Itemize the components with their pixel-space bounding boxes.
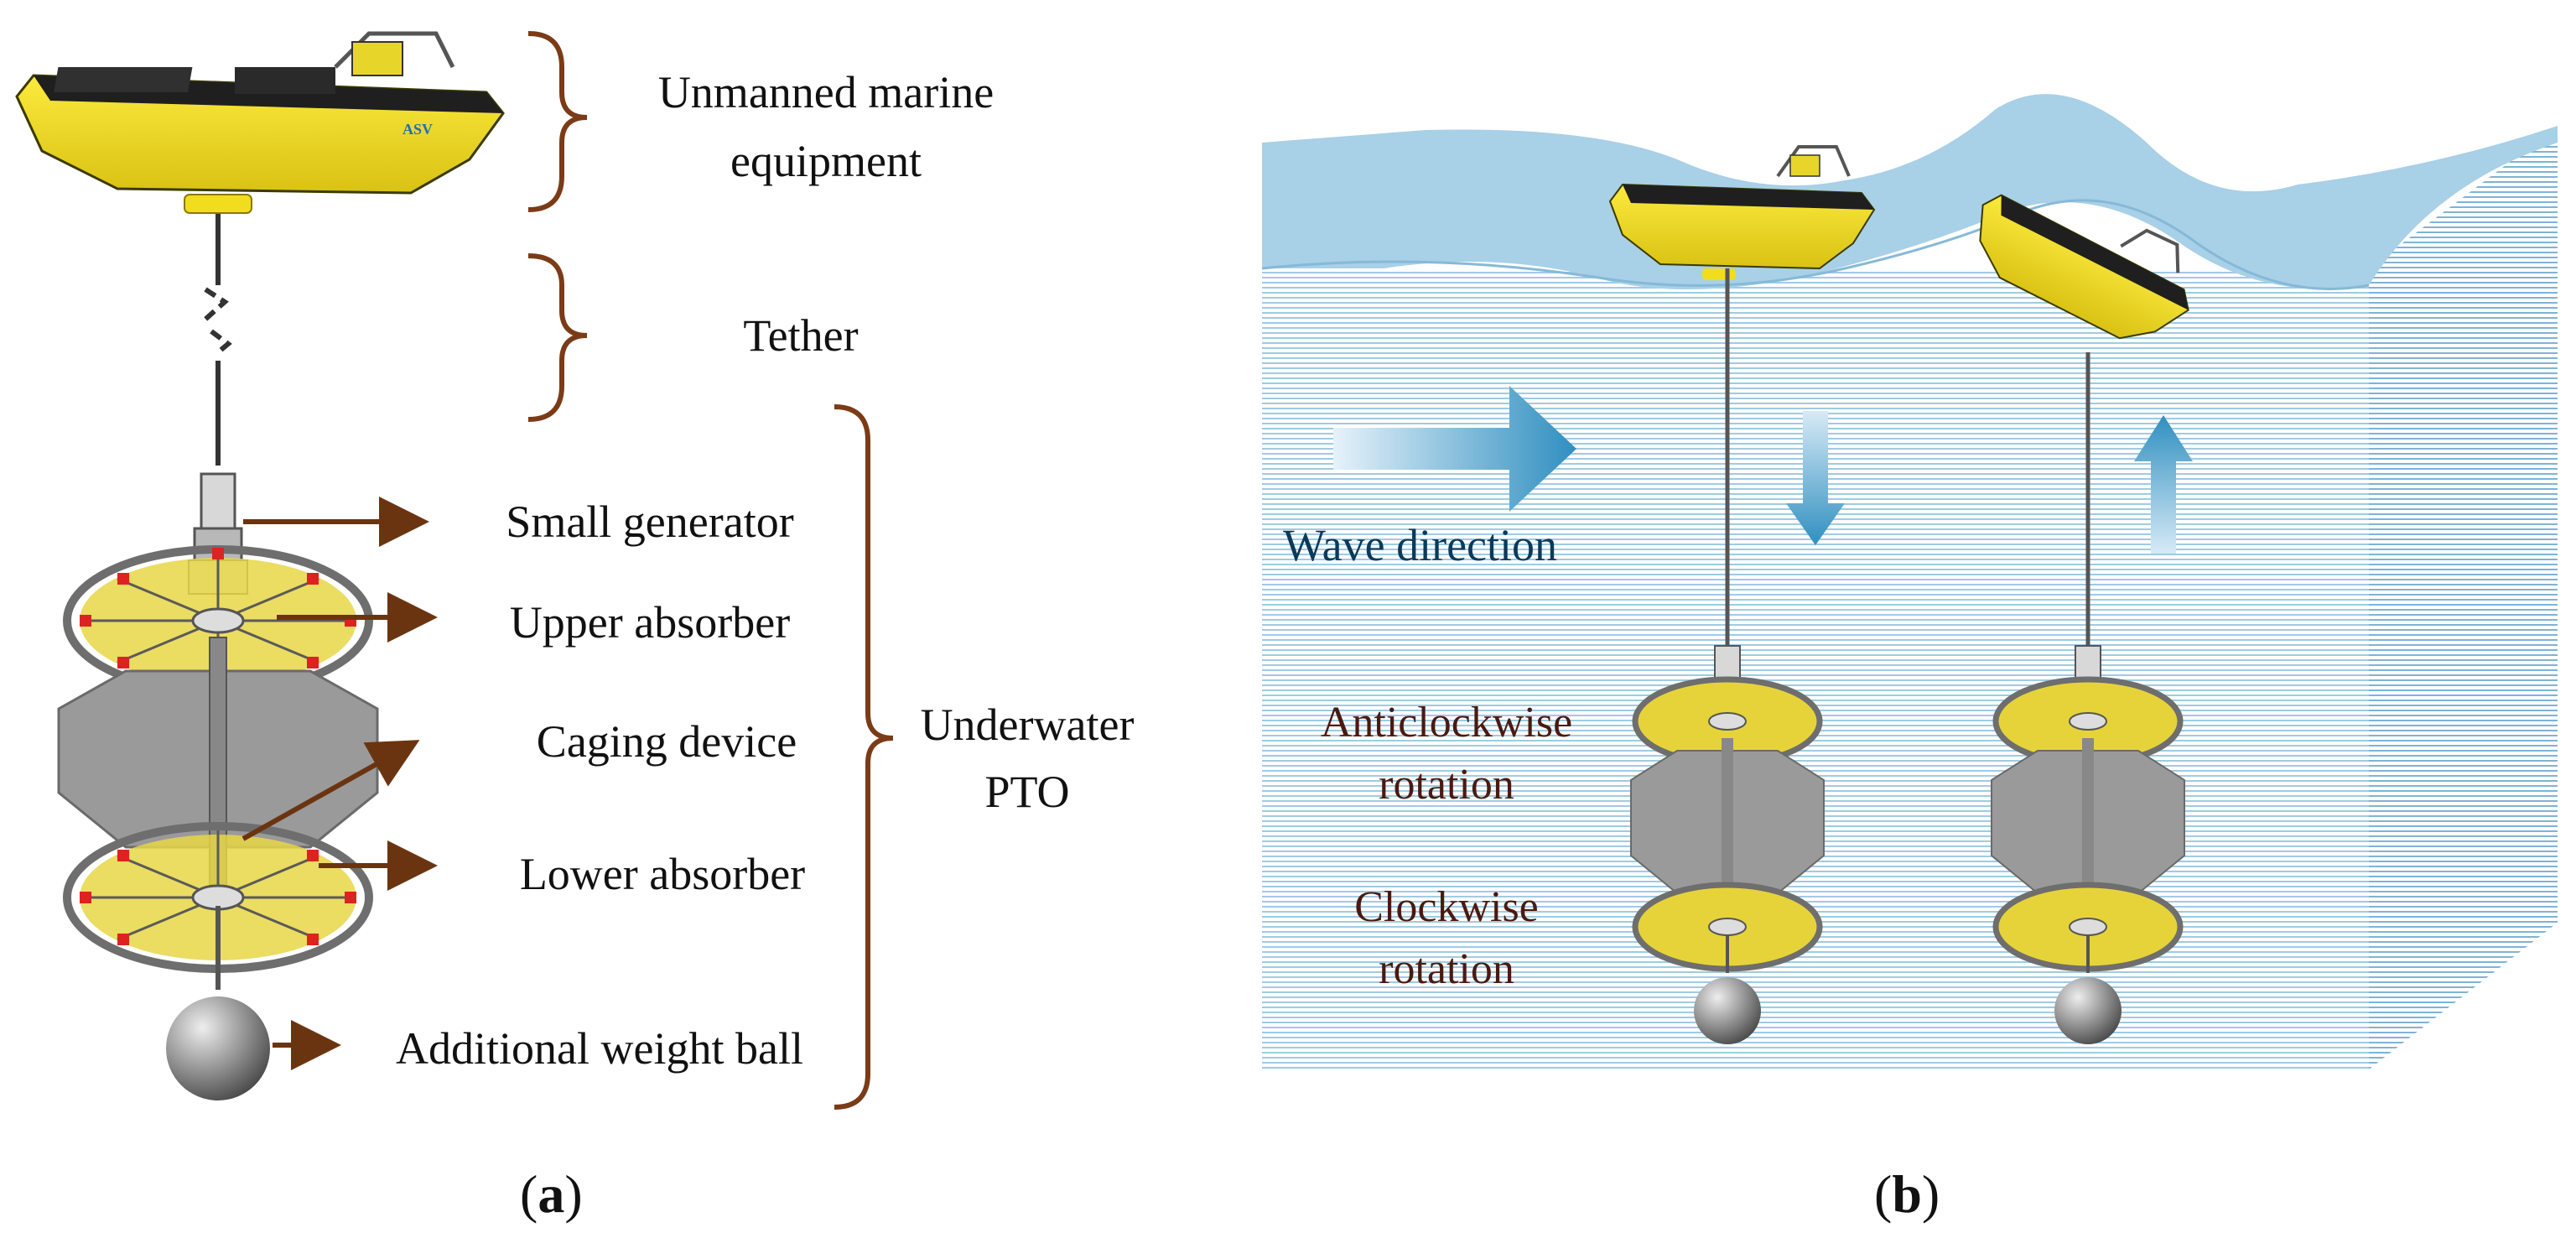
caption-b-letter: b — [1892, 1164, 1922, 1224]
panel-a: ASV — [15, 31, 1134, 1224]
unmanned-boat-illustration: ASV — [15, 31, 505, 214]
label-weight-ball: Additional weight ball — [396, 1023, 803, 1074]
label-anticlockwise-line2: rotation — [1379, 761, 1514, 809]
labels-a: Unmanned marine equipment Tether Small g… — [396, 67, 1134, 1074]
label-underwater-line1: Underwater — [921, 700, 1135, 750]
boat-left-b — [1608, 145, 1876, 280]
label-tether: Tether — [743, 310, 858, 361]
label-wave-direction: Wave direction — [1283, 520, 1557, 570]
tether-line-a — [200, 214, 232, 466]
water-side-face — [2369, 126, 2558, 1069]
label-caging-device: Caging device — [537, 716, 797, 767]
label-lower-absorber: Lower absorber — [520, 849, 805, 899]
lower-absorber-illustration — [63, 822, 373, 990]
pointer-arrows-a — [242, 497, 438, 1070]
braces-a — [527, 31, 894, 1110]
boat-right-b — [1979, 194, 2189, 340]
label-unmanned-line2: equipment — [730, 136, 922, 186]
wave-direction-arrow — [1333, 386, 1576, 512]
svg-text:(a): (a) — [520, 1164, 583, 1224]
label-unmanned-line1: Unmanned marine — [658, 67, 994, 117]
caption-a-letter: a — [538, 1164, 564, 1224]
down-motion-arrow — [1786, 411, 1845, 545]
weight-ball-illustration — [166, 996, 270, 1100]
device-left-b — [1630, 268, 1825, 1044]
label-underwater-line2: PTO — [984, 767, 1069, 817]
up-motion-arrow — [2134, 415, 2193, 554]
label-clockwise-line1: Clockwise — [1354, 883, 1539, 931]
labels-b: Anticlockwise rotation Clockwise rotatio… — [1321, 699, 1572, 993]
svg-text:(b): (b) — [1874, 1164, 1940, 1224]
device-right-b — [1991, 352, 2185, 1044]
label-anticlockwise-line1: Anticlockwise — [1321, 699, 1572, 747]
panel-b: Wave direction — [1261, 94, 2558, 1224]
label-small-generator: Small generator — [506, 497, 793, 547]
caption-b: (b) — [1874, 1164, 1940, 1224]
boat-logo-a: ASV — [402, 121, 433, 138]
label-clockwise-line2: rotation — [1379, 945, 1514, 993]
caption-a: (a) — [520, 1164, 583, 1224]
wave-surface — [1262, 94, 2558, 289]
label-upper-absorber: Upper absorber — [510, 597, 790, 648]
